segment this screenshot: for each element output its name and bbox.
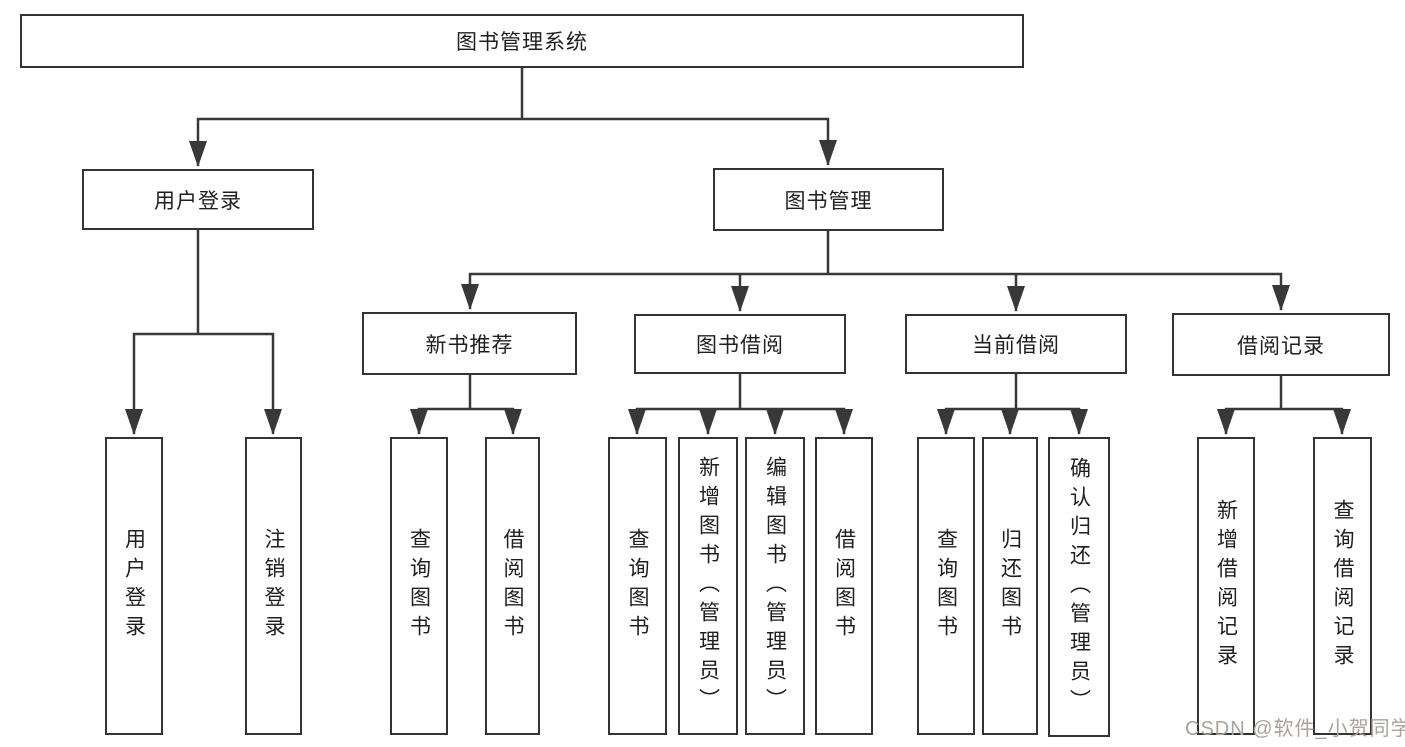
node-book-borrow-label: 图书借阅 xyxy=(696,334,784,357)
node-user-login-label: 用户登录 xyxy=(154,189,242,213)
node-book-management: 图书管理 xyxy=(713,168,944,231)
leaf-current-return-book-label: 归还图书 xyxy=(998,528,1022,644)
node-book-management-label: 图书管理 xyxy=(784,189,873,213)
node-borrow-records: 借阅记录 xyxy=(1172,313,1390,376)
leaf-borrow-borrow-book-label: 借阅图书 xyxy=(832,528,856,644)
leaf-records-query-record: 查询借阅记录 xyxy=(1313,437,1372,735)
leaf-current-confirm-return-admin: 确认归还（管理员） xyxy=(1048,437,1110,737)
node-borrow-records-label: 借阅记录 xyxy=(1237,334,1325,358)
leaf-records-query-record-label: 查询借阅记录 xyxy=(1331,499,1354,673)
leaf-recommend-borrow-book-label: 借阅图书 xyxy=(501,528,524,644)
leaf-borrow-query-book-label: 查询图书 xyxy=(626,528,649,644)
leaf-current-return-book: 归还图书 xyxy=(982,437,1038,735)
leaf-logout-label: 注销登录 xyxy=(262,528,285,644)
leaf-records-add-record-label: 新增借阅记录 xyxy=(1214,499,1238,673)
node-current-borrow-label: 当前借阅 xyxy=(972,334,1060,357)
node-current-borrow: 当前借阅 xyxy=(905,314,1127,374)
leaf-current-query-book-label: 查询图书 xyxy=(934,528,958,644)
node-book-borrow: 图书借阅 xyxy=(634,314,846,374)
leaf-user-login: 用户登录 xyxy=(105,437,163,735)
leaf-logout: 注销登录 xyxy=(245,437,302,735)
leaf-recommend-query-book: 查询图书 xyxy=(390,437,448,735)
node-root-label: 图书管理系统 xyxy=(456,31,588,54)
leaf-borrow-borrow-book: 借阅图书 xyxy=(815,437,873,735)
node-new-book-recommend: 新书推荐 xyxy=(362,312,577,375)
node-new-book-recommend-label: 新书推荐 xyxy=(425,333,514,357)
node-root: 图书管理系统 xyxy=(20,14,1024,68)
leaf-borrow-add-book-admin: 新增图书（管理员） xyxy=(678,437,738,735)
leaf-records-add-record: 新增借阅记录 xyxy=(1197,437,1255,735)
leaf-current-confirm-return-admin-label: 确认归还（管理员） xyxy=(1067,456,1091,718)
leaf-borrow-edit-book-admin: 编辑图书（管理员） xyxy=(745,437,805,735)
node-user-login: 用户登录 xyxy=(82,169,314,230)
leaf-recommend-borrow-book: 借阅图书 xyxy=(485,437,540,735)
leaf-borrow-add-book-admin-label: 新增图书（管理员） xyxy=(696,455,720,717)
leaf-recommend-query-book-label: 查询图书 xyxy=(407,528,431,644)
leaf-current-query-book: 查询图书 xyxy=(917,437,975,735)
csdn-watermark: CSDN @软件_小贺同学 xyxy=(1185,718,1405,740)
leaf-borrow-query-book: 查询图书 xyxy=(608,437,667,735)
leaf-user-login-label: 用户登录 xyxy=(122,528,146,644)
leaf-borrow-edit-book-admin-label: 编辑图书（管理员） xyxy=(763,455,787,717)
